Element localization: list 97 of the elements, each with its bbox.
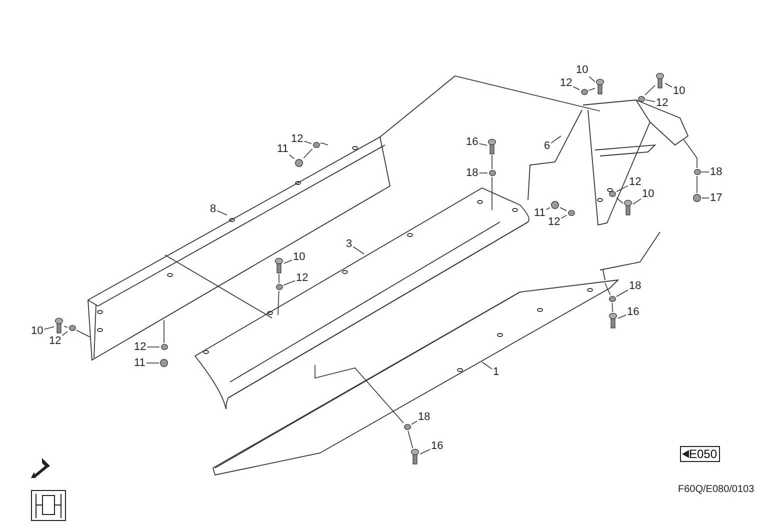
callout-number: 11 [534, 207, 546, 219]
leader-line [664, 82, 672, 88]
nut-icon [551, 201, 559, 209]
leader-line [420, 448, 430, 455]
leader-line [645, 99, 656, 102]
leader-line [146, 346, 160, 348]
callout-number: 1 [493, 366, 500, 378]
leader-line [478, 143, 488, 146]
leader-line [560, 215, 567, 219]
assembly-line [560, 207, 567, 212]
callout-number: 6 [544, 140, 550, 152]
callout-number: 12 [134, 341, 146, 353]
assembly-line [320, 142, 328, 146]
washer-icon [608, 296, 616, 302]
reference-box [680, 446, 720, 462]
assembly-line [588, 88, 596, 91]
nut-icon [693, 194, 701, 202]
assembly-line [303, 148, 313, 158]
callout-number: 18 [629, 280, 642, 292]
assembly-line [278, 290, 280, 316]
washer-icon [160, 344, 168, 350]
assembly-line [684, 140, 698, 168]
drawing-number: F60Q/E080/0103 [678, 484, 754, 495]
bolt-icon [488, 139, 496, 154]
leader-line [304, 140, 312, 144]
bolt-icon [609, 313, 617, 328]
callout-number: 10 [642, 188, 654, 200]
bolt-icon [624, 200, 632, 215]
callout-number: 10 [293, 251, 306, 263]
bolt-icon [596, 79, 604, 94]
bolt-icon [275, 258, 283, 273]
assembly-line [612, 302, 613, 312]
leader-line [572, 86, 580, 90]
leader-line [632, 198, 642, 205]
washer-icon [404, 424, 410, 430]
callout-number: 8 [210, 203, 216, 215]
washer-icon [68, 325, 76, 331]
callout-number: 12 [296, 272, 308, 284]
nut-icon [160, 359, 168, 367]
washer-icon [638, 96, 644, 102]
leader-line [588, 76, 596, 82]
assembly-line [408, 430, 414, 448]
callout-number: 18 [418, 411, 430, 423]
callout-number: 18 [710, 166, 722, 178]
leader-line [289, 154, 294, 160]
callout-number: 10 [576, 64, 588, 76]
assembly-line [616, 197, 624, 204]
washer-icon [488, 170, 496, 176]
callout-number: 12 [629, 176, 642, 188]
bolt-icon [55, 318, 63, 333]
leader-line [618, 314, 626, 319]
assembly-line [314, 364, 404, 424]
callout-number: 12 [291, 133, 304, 145]
callout-number: 11 [277, 143, 288, 155]
callout-number: 10 [31, 325, 44, 337]
leader-line [283, 280, 296, 286]
nut-icon [295, 159, 303, 167]
callout-number: 12 [49, 335, 62, 347]
callout-number: 16 [466, 136, 478, 148]
washer-icon [580, 89, 588, 95]
leader-line [546, 207, 550, 210]
callout-number: 16 [627, 306, 640, 318]
leader-line [44, 326, 54, 330]
callout-number: 12 [656, 97, 668, 109]
callout-number: 17 [710, 192, 722, 204]
leader-line [62, 331, 68, 336]
callout-number: 12 [560, 77, 572, 89]
reference-code: E050 [689, 447, 718, 461]
assembly-line [76, 330, 90, 338]
bolt-icon [656, 73, 664, 88]
leader-line [284, 260, 292, 264]
bolt-icon [411, 449, 419, 464]
washer-icon [694, 169, 700, 175]
leader-line [550, 136, 562, 144]
leader-line [216, 210, 228, 216]
assembly-line [604, 282, 611, 296]
assembly-line [278, 274, 280, 284]
assembly-line [64, 326, 68, 328]
leader-line [146, 362, 160, 364]
washer-icon [608, 191, 616, 197]
callout-number: 3 [346, 238, 352, 250]
callout-number: 16 [431, 440, 444, 452]
washer-icon [276, 284, 282, 290]
leader-line [352, 246, 364, 254]
callout-number: 18 [466, 167, 478, 179]
leader-line [482, 362, 492, 370]
leader-line [411, 420, 418, 425]
leader-line [616, 290, 628, 297]
callout-number: 10 [673, 85, 686, 97]
washer-icon [312, 142, 320, 148]
callout-number: 11 [134, 357, 146, 369]
washer-icon [568, 210, 574, 216]
assembly-line [644, 84, 656, 96]
callout-number: 12 [548, 216, 560, 228]
assembly-line [696, 176, 698, 194]
leader-line [616, 185, 628, 192]
leader-line [478, 172, 488, 174]
